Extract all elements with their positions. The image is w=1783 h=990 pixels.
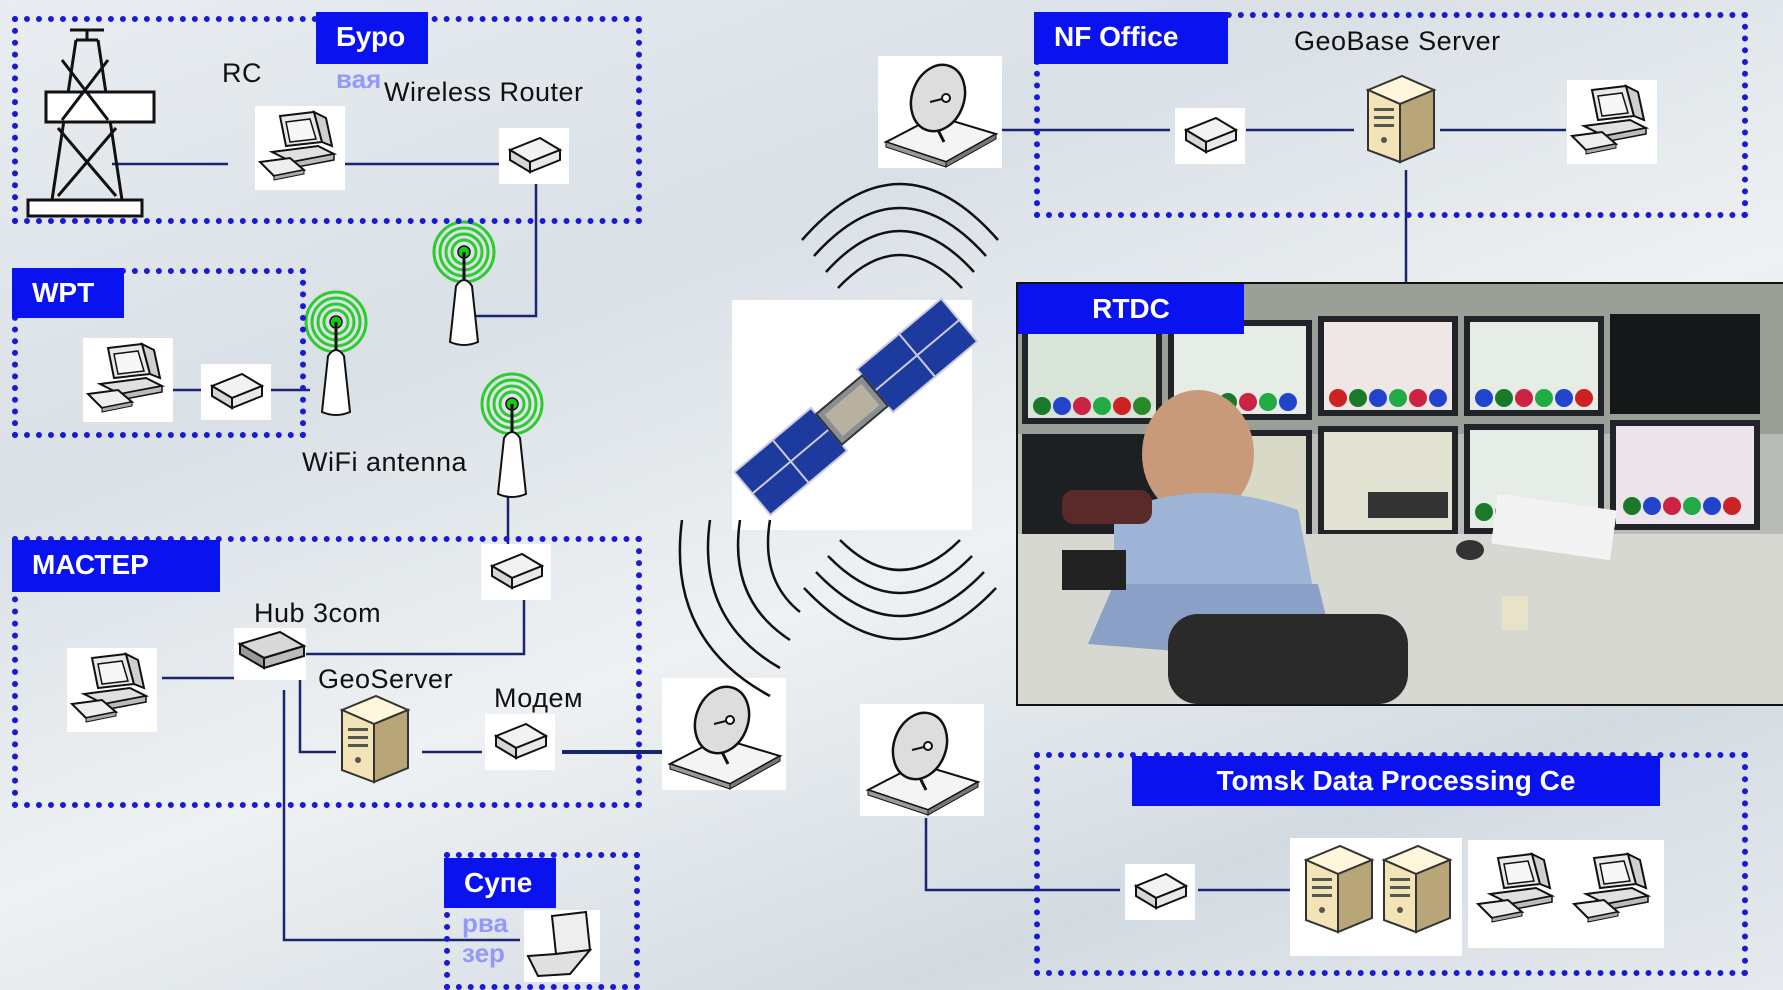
router-hub-link (296, 592, 526, 656)
dish-tomsk-link (924, 818, 1120, 892)
rc-label: RC (222, 58, 262, 88)
wpt-group (12, 268, 306, 438)
hub-label: Hub 3com (254, 598, 382, 628)
tomsk-group (1034, 752, 1748, 976)
satellite-icon (732, 297, 979, 530)
operator (1088, 390, 1408, 704)
hub-server-link (298, 680, 336, 754)
wpt-wifi-antenna-icon (304, 290, 368, 417)
rtdc-photo: RTDC (1016, 282, 1783, 706)
rtdc-header: RTDC (1018, 284, 1244, 334)
control-room-photo (1018, 284, 1783, 704)
wpt-title: WPT (32, 277, 95, 308)
master-header: МАСТЕР (12, 540, 220, 592)
supervisor-title-overflow-1: рва (462, 908, 508, 938)
nf-office-header: NF Office (1034, 12, 1228, 64)
hub-laptop-link (282, 690, 520, 942)
tomsk-title: Tomsk Data Processing Ce (1216, 765, 1576, 796)
tomsk-satellite-dish-icon (858, 702, 986, 818)
supervisor-title-overflow-2: зер (462, 938, 505, 968)
master-group (12, 536, 642, 808)
nf-office-group (1034, 12, 1748, 218)
wifi-antenna-icon (432, 220, 496, 347)
drilling-rig-icon (26, 28, 156, 218)
radio-waves-icon (678, 182, 999, 698)
nf-office-title: NF Office (1054, 21, 1179, 52)
supervisor-title: Супе (464, 867, 533, 898)
tomsk-header: Tomsk Data Processing Ce (1132, 756, 1660, 806)
supervisor-header: Супе (444, 858, 556, 908)
router-antenna-link (470, 164, 538, 318)
wireless-router-label: Wireless Router (384, 77, 584, 107)
master-title: МАСТЕР (32, 549, 149, 580)
rtdc-title: RTDC (1092, 293, 1170, 324)
master-wifi-antenna-icon (480, 372, 544, 499)
buro-title: Буро (336, 21, 406, 52)
wpt-header: WPT (12, 268, 124, 318)
geobase-server-label: GeoBase Server (1294, 26, 1501, 56)
geoserver-label: GeoServer (318, 664, 454, 694)
buro-title-overflow: вая (336, 64, 382, 94)
wifi-antenna-label: WiFi antenna (302, 447, 468, 477)
buro-header: Буро (316, 12, 428, 64)
nf-satellite-dish-icon (876, 54, 1004, 170)
modem-label: Модем (494, 683, 584, 713)
supervisor-group (444, 852, 640, 990)
